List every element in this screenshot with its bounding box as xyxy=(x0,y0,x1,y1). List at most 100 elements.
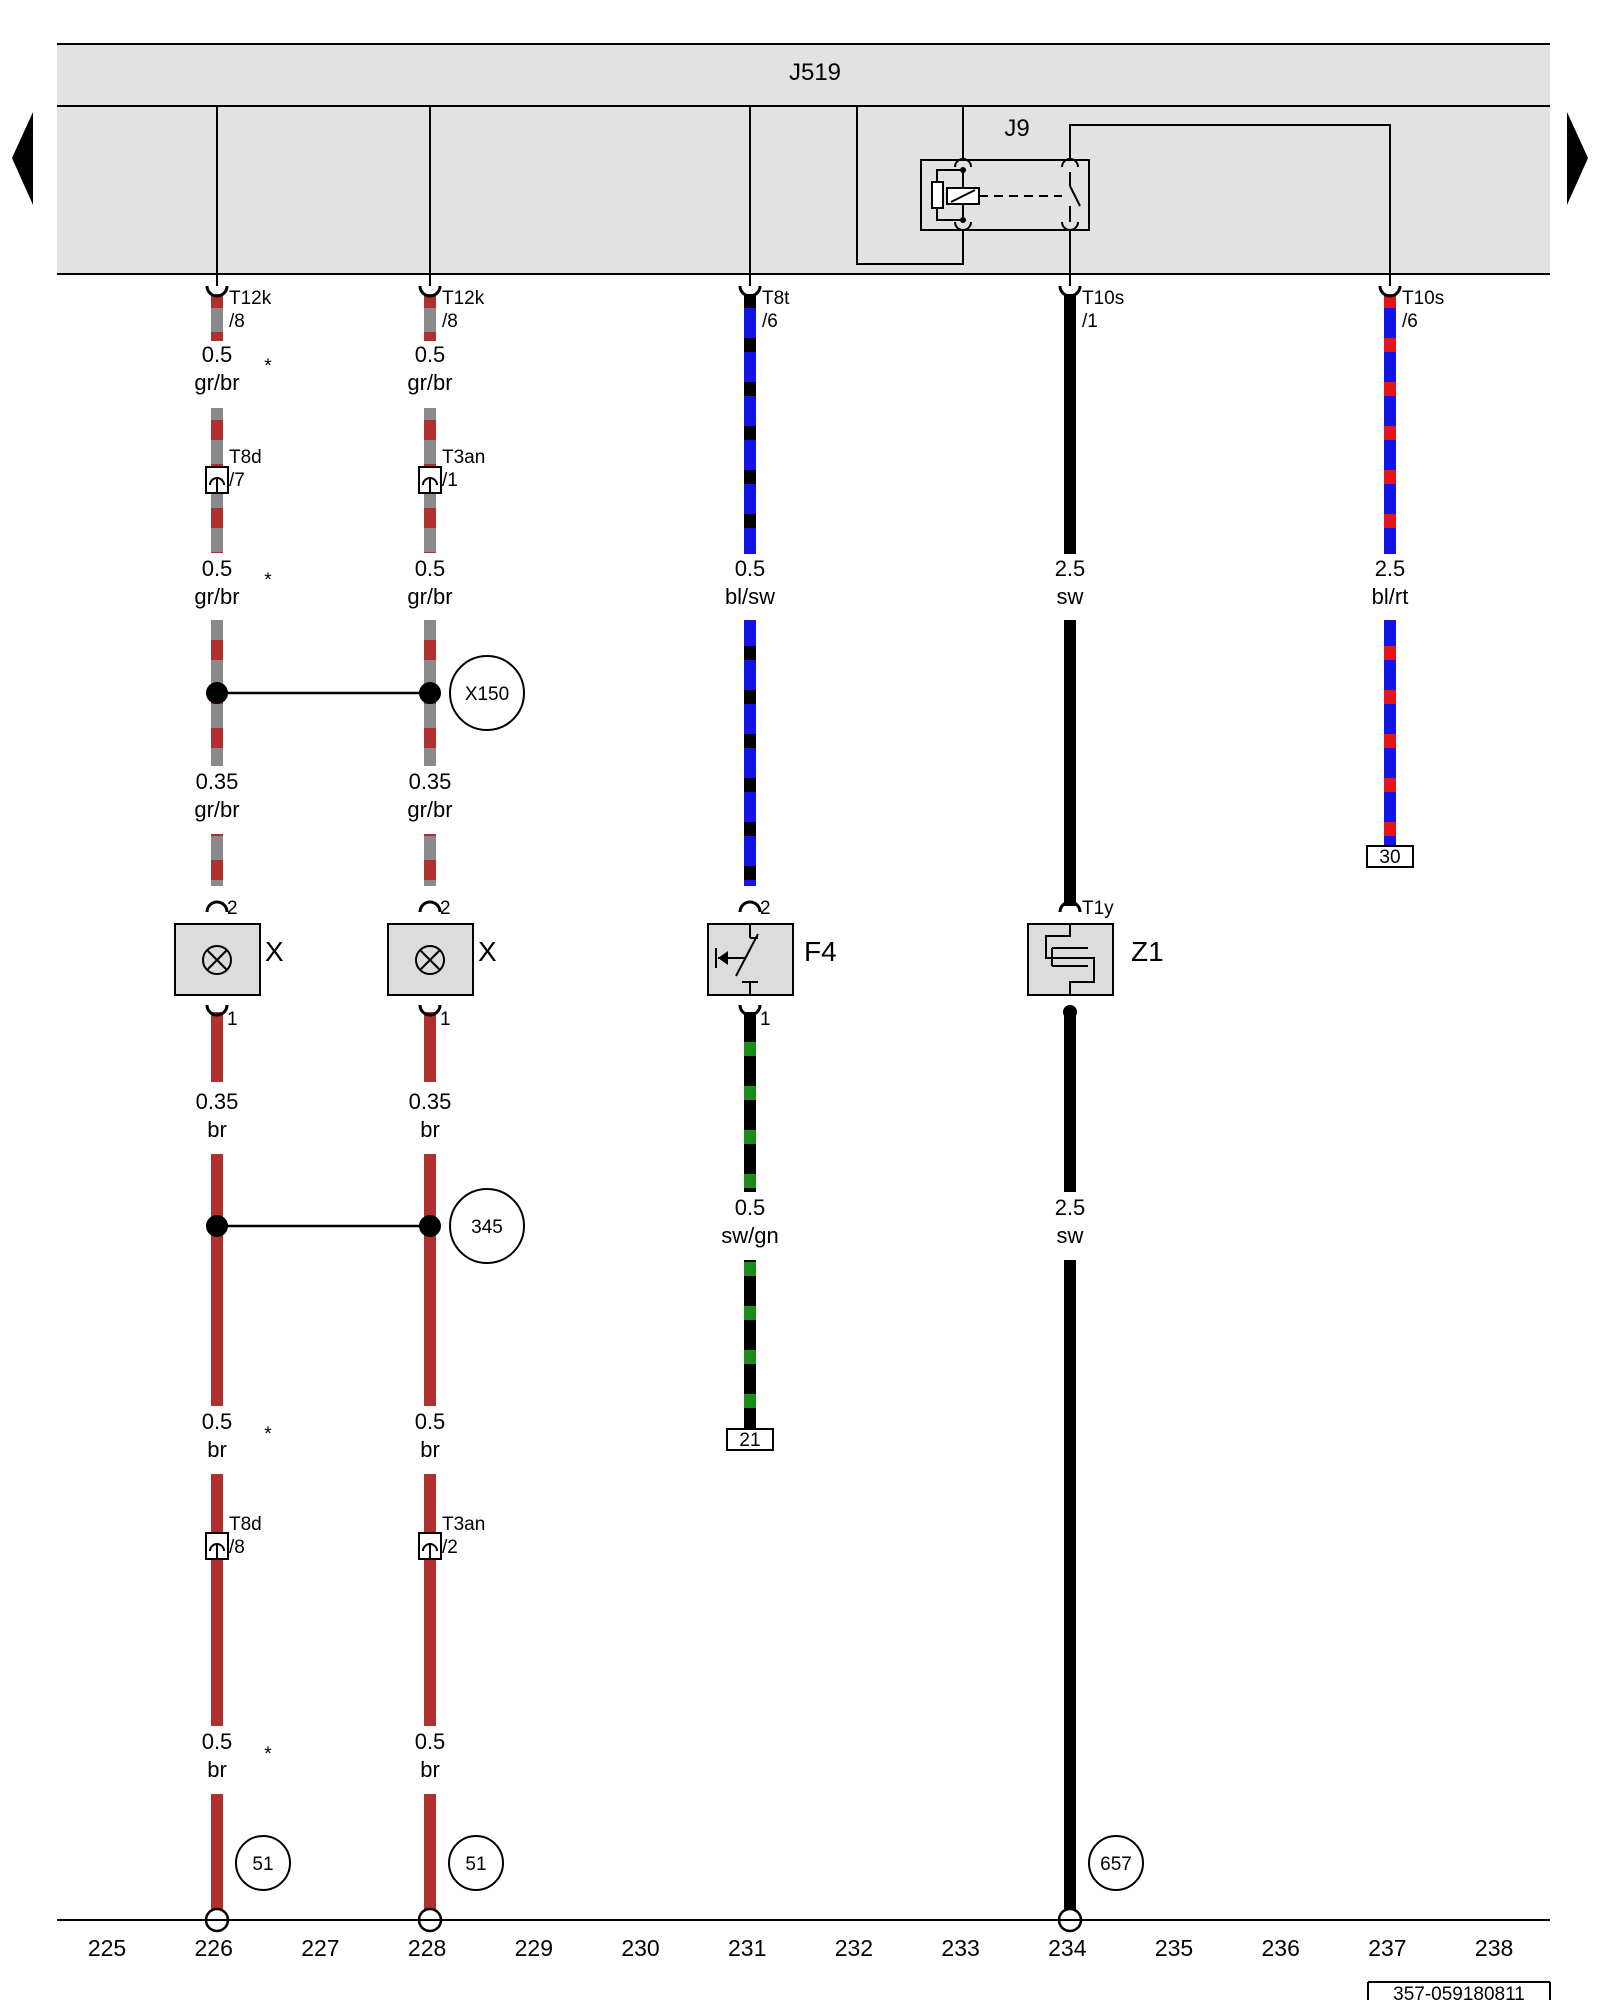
rear-window-heater-z1 xyxy=(1027,923,1114,996)
wire-color: sw/gn xyxy=(721,1223,778,1248)
ground-point-circle xyxy=(448,1835,504,1891)
pin-arc xyxy=(738,1004,762,1017)
wire-column-226: T12k /8 0.5 gr/br * T8d /7 0.5 gr/br * 0… xyxy=(174,285,291,1933)
control-module-j519: J519 xyxy=(57,43,1550,275)
splice-x150-circle xyxy=(449,655,525,731)
wire-gauge: 0.5 xyxy=(202,342,233,367)
connector-number: /1 xyxy=(442,470,458,491)
component-label: X xyxy=(265,936,284,967)
wire-gauge: 0.35 xyxy=(409,1089,452,1114)
wire-color: gr/br xyxy=(194,370,239,395)
reference-label: 21 xyxy=(739,1430,760,1451)
wire-gauge: 0.5 xyxy=(415,556,446,581)
pin-number: /6 xyxy=(762,311,778,332)
pin-number: 1 xyxy=(760,1009,771,1030)
next-page-arrow-icon[interactable] xyxy=(1567,112,1588,205)
wire-segment xyxy=(424,1154,436,1406)
wire-segment xyxy=(744,1260,756,1432)
wire-gauge: 2.5 xyxy=(1055,1195,1086,1220)
wire-segment xyxy=(424,294,436,341)
component-label: F4 xyxy=(804,936,837,967)
pin-number: /6 xyxy=(1402,311,1418,332)
wire-color: sw xyxy=(1057,1223,1084,1248)
wire-segment xyxy=(1384,620,1396,846)
wire-color: br xyxy=(420,1757,440,1782)
wire-segment xyxy=(424,1012,436,1082)
wire-gauge: 0.35 xyxy=(196,769,239,794)
pin-number: /1 xyxy=(1082,311,1098,332)
wire-color: br xyxy=(207,1757,227,1782)
bulb-x xyxy=(174,923,261,996)
wire-segment xyxy=(744,294,756,554)
wire-segment xyxy=(1384,294,1396,554)
track-number: 231 xyxy=(728,1935,766,1961)
relay-label: J9 xyxy=(1004,115,1029,142)
previous-page-arrow-icon[interactable] xyxy=(12,112,33,205)
wire-gauge: 0.35 xyxy=(409,769,452,794)
module-label: J519 xyxy=(789,59,841,86)
wire-gauge: 0.5 xyxy=(735,556,766,581)
wire-gauge: 0.5 xyxy=(735,1195,766,1220)
wire-gauge: 0.5 xyxy=(202,1729,233,1754)
track-number: 237 xyxy=(1368,1935,1406,1961)
component-label: X xyxy=(478,936,497,967)
pin-arc xyxy=(1378,285,1402,298)
wire-gauge: 2.5 xyxy=(1055,556,1086,581)
splice-x150-label: X150 xyxy=(465,684,509,705)
wire-segment xyxy=(211,294,223,341)
ground-point-label: 51 xyxy=(465,1854,486,1875)
splice-345-circle xyxy=(449,1188,525,1264)
track-number: 236 xyxy=(1262,1935,1300,1961)
wire-segment xyxy=(211,1154,223,1406)
connector-label: T3an xyxy=(442,447,485,468)
wire-segment xyxy=(424,1474,436,1726)
track-number: 226 xyxy=(195,1935,233,1961)
wire-color: bl/rt xyxy=(1372,584,1409,609)
heater-element-icon xyxy=(1045,924,1095,995)
pin-number: 2 xyxy=(760,898,771,919)
wire-segment xyxy=(211,1794,223,1910)
reference-box xyxy=(1366,845,1414,868)
reference-box xyxy=(726,1428,774,1451)
pin-arc xyxy=(205,900,229,913)
wire-color: br xyxy=(207,1117,227,1142)
pin-arc xyxy=(418,900,442,913)
track-number: 225 xyxy=(88,1935,126,1961)
asterisk-note: * xyxy=(264,1424,272,1445)
wire-color: gr/br xyxy=(407,584,452,609)
connector-t3an xyxy=(418,466,442,494)
wire-color: gr/br xyxy=(407,370,452,395)
track-number: 232 xyxy=(835,1935,873,1961)
pin-number: 2 xyxy=(440,898,451,919)
wire-color: br xyxy=(420,1437,440,1462)
document-id: 357-059180811 xyxy=(1393,1984,1525,2000)
wire-segment xyxy=(1064,1260,1076,1910)
connector-label: T8d xyxy=(229,1514,262,1535)
track-number: 235 xyxy=(1155,1935,1193,1961)
wire-color: sw xyxy=(1057,584,1084,609)
pin-number: 1 xyxy=(227,1009,238,1030)
wire-gauge: 0.5 xyxy=(415,342,446,367)
wire-segment xyxy=(1064,294,1076,554)
wire-column-228: T12k /8 0.5 gr/br T3an /1 0.5 gr/br 0.35… xyxy=(387,285,504,1933)
connector-t3an xyxy=(418,1532,442,1560)
splice-links xyxy=(217,691,430,1228)
wire-segment xyxy=(744,1012,756,1192)
pin-label: T10s xyxy=(1402,288,1444,309)
wire-segment xyxy=(211,1474,223,1726)
relay-j9: J9 xyxy=(920,115,1090,231)
track-number: 234 xyxy=(1048,1935,1087,1961)
splice-345-label: 345 xyxy=(471,1217,503,1238)
track-number: 229 xyxy=(515,1935,553,1961)
track-number: 228 xyxy=(408,1935,446,1961)
track-number: 233 xyxy=(941,1935,979,1961)
bulb-icon xyxy=(415,945,445,975)
pin-arc xyxy=(418,285,442,298)
pin-arc xyxy=(205,1004,229,1017)
connector-t8d xyxy=(205,466,229,494)
connector-number: /7 xyxy=(229,470,245,491)
wire-column-237: T10s /6 2.5 bl/rt 30 xyxy=(1366,285,1444,868)
track-number: 227 xyxy=(301,1935,339,1961)
